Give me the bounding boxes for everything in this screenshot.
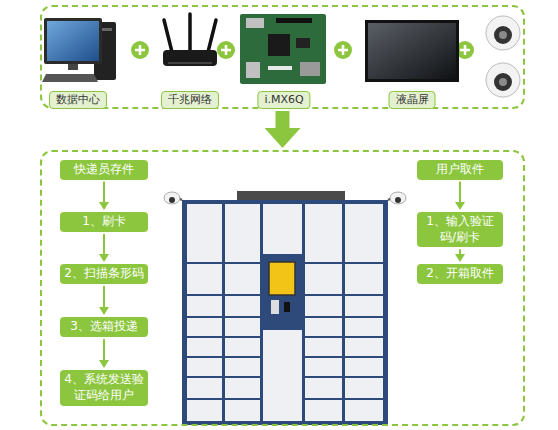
plus-symbol [338,45,348,55]
locker-illustration [225,204,260,421]
locker-illustration [237,191,345,201]
plus-symbol [334,41,352,59]
workflow-band: 快递员存件 1、刷卡 2、扫描条形码 3、选箱投递 4、系统发送验证码给用户 用户取件 1、… [40,150,525,426]
node-label: 3、选箱投递 [70,319,138,335]
step-box: 2、扫描条形码 [60,264,148,284]
locker-illustration [182,191,388,425]
camera-icon [486,63,520,97]
step-box: 1、刷卡 [60,212,148,232]
camera-icon [486,16,520,97]
board-icon [240,14,326,84]
camera-icon [395,197,401,203]
lcd-screen-icon [368,23,456,79]
computer-icon [68,64,78,70]
caption-pill: 千兆网络 [161,91,219,109]
board-icon [246,18,264,28]
lcd-screen-icon [365,20,459,82]
plus-symbol [217,41,235,59]
board-icon [268,34,290,56]
camera-icon [494,26,512,44]
camera-icon [499,31,507,39]
header-box: 用户取件 [417,160,503,180]
board-icon [276,18,312,23]
step-box: 2、开箱取件 [417,264,503,284]
router-icon [168,62,212,64]
camera-icon [390,192,406,204]
computer-icon [44,18,102,64]
step-box: 3、选箱投递 [60,317,148,337]
router-icon [163,50,217,66]
locker-illustration [271,300,279,314]
router-icon [164,14,216,52]
locker-illustration [263,330,302,421]
locker-illustration [305,204,342,421]
caption-pill: 数据中心 [49,91,107,109]
node-label: 用户取件 [436,162,484,178]
flow-arrow [459,182,461,202]
board-icon [268,66,292,70]
camera-icon [164,192,180,204]
flow-arrow [103,339,105,360]
computer-icon [42,74,98,82]
caption-pill: i.MX6Q [257,91,310,109]
flow-arrow [459,249,461,254]
board-icon [240,14,326,84]
node-label: 快递员存件 [74,162,134,178]
locker-illustration [345,204,383,421]
camera-icon [164,192,406,204]
flow-arrow [103,234,105,254]
locker-illustration [182,200,388,425]
camera-icon [494,73,512,91]
board-icon [296,38,310,48]
computer-icon [47,21,99,61]
hardware-band: 数据中心 千兆网络 i.MX6Q 液晶屏 [40,5,525,109]
computer-icon [42,18,116,82]
header-box: 快递员存件 [60,160,148,180]
camera-icon [499,78,507,86]
step-box: 1、输入验证码/刷卡 [417,212,503,247]
node-label: 4、系统发送验证码给用户 [64,372,144,403]
locker-illustration [269,262,295,295]
board-icon [300,62,320,76]
node-label: 1、输入验证码/刷卡 [421,214,499,245]
flow-arrow-big [276,111,290,128]
plus-symbol [221,45,231,55]
caption-pill: 液晶屏 [389,91,436,109]
plus-symbol [135,45,145,55]
locker-illustration [187,204,222,421]
flow-arrow [103,182,105,202]
plus-symbol [131,41,149,59]
camera-icon [169,197,175,203]
node-label: 2、开箱取件 [426,266,494,282]
step-box: 4、系统发送验证码给用户 [60,370,148,406]
node-label: 1、刷卡 [82,214,126,230]
lcd-screen-icon [365,20,459,82]
locker-illustration [284,302,290,312]
router-icon [163,14,217,66]
flow-arrow [103,286,105,307]
node-label: 2、扫描条形码 [64,266,144,282]
locker-illustration [263,204,302,254]
plus-symbol [460,45,470,55]
board-icon [246,62,260,78]
camera-icon [174,196,396,200]
camera-icon [486,16,520,50]
